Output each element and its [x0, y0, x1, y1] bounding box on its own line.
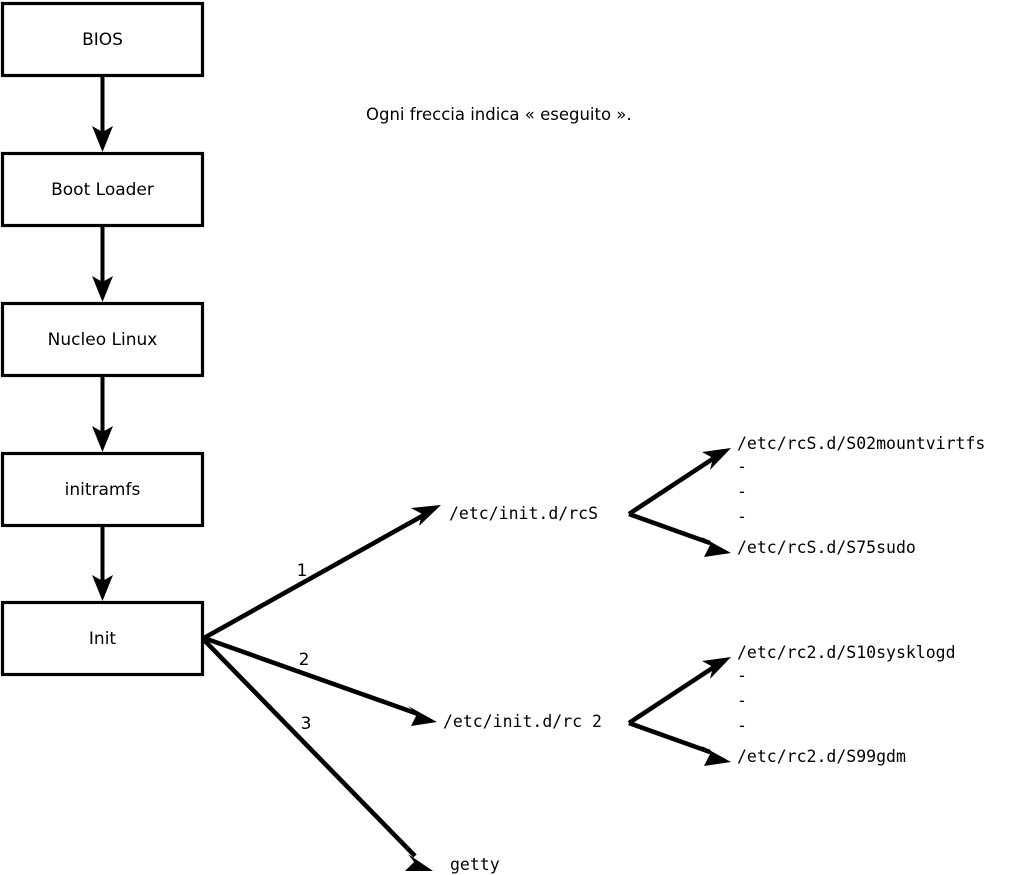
- branch-number-2: 2: [299, 650, 310, 670]
- bios-box[interactable]: [0, 1, 205, 78]
- arrow-bootloader-to-kernel: [92, 226, 113, 302]
- boot-loader-box[interactable]: [0, 151, 205, 228]
- label-rc2-last-script: /etc/rc2.d/S99gdm: [737, 747, 906, 766]
- arrow-init-branch-2: 2: [203, 635, 437, 726]
- arrow-bios-to-bootloader: [92, 76, 113, 152]
- arrowhead: [411, 505, 441, 526]
- init-label: Init: [89, 629, 117, 649]
- rc2-ellipsis-dash-3: -: [737, 716, 747, 735]
- arrowhead: [408, 706, 437, 726]
- rc2-ellipsis-dash-2: -: [737, 691, 747, 710]
- label-rcs-first-script: /etc/rcS.d/S02mountvirtfs: [737, 434, 985, 453]
- label-init-d-rc2: /etc/init.d/rc 2: [443, 712, 602, 731]
- initramfs-label: initramfs: [65, 480, 141, 500]
- arrow-rc2-to-first-script: [627, 657, 731, 725]
- rcs-ellipsis-dash-1: -: [737, 457, 747, 476]
- rc2-ellipsis-dash-1: -: [737, 666, 747, 685]
- boot-loader-label: Boot Loader: [51, 180, 154, 200]
- arrowhead: [702, 746, 731, 766]
- label-rc2-first-script: /etc/rc2.d/S10sysklogd: [737, 643, 956, 662]
- arrowhead: [702, 657, 731, 679]
- node-bios[interactable]: BIOS: [0, 1, 205, 78]
- node-init[interactable]: Init: [0, 600, 205, 677]
- arrowhead: [405, 854, 433, 871]
- diagram-caption: Ogni freccia indica « eseguito ».: [366, 105, 632, 124]
- arrowhead: [92, 126, 113, 152]
- branch-number-3: 3: [301, 714, 312, 734]
- label-init-d-rcs: /etc/init.d/rcS: [449, 504, 598, 523]
- kernel-box[interactable]: [0, 301, 205, 378]
- initramfs-box[interactable]: [0, 451, 205, 528]
- kernel-label: Nucleo Linux: [48, 330, 158, 350]
- arrowhead: [702, 448, 731, 470]
- arrow-rcs-to-last-script: [628, 511, 731, 557]
- arrowhead: [702, 537, 731, 557]
- init-box[interactable]: [0, 600, 205, 677]
- node-kernel[interactable]: Nucleo Linux: [0, 301, 205, 378]
- node-initramfs[interactable]: initramfs: [0, 451, 205, 528]
- arrow-rc2-to-last-script: [628, 720, 731, 766]
- arrow-init-branch-1: 1: [202, 505, 441, 641]
- label-rcs-last-script: /etc/rcS.d/S75sudo: [737, 538, 916, 557]
- rcs-ellipsis-dash-3: -: [737, 507, 747, 526]
- arrowhead: [92, 575, 113, 601]
- bios-label: BIOS: [82, 30, 123, 50]
- branch-number-1: 1: [297, 561, 308, 581]
- arrowhead: [92, 426, 113, 452]
- arrow-initramfs-to-init: [92, 526, 113, 601]
- label-getty: getty: [450, 855, 500, 874]
- rcs-ellipsis-dash-2: -: [737, 482, 747, 501]
- arrowhead: [92, 276, 113, 302]
- arrow-rcs-to-first-script: [627, 448, 731, 516]
- arrow-init-branch-3: 3: [202, 638, 433, 871]
- node-boot-loader[interactable]: Boot Loader: [0, 151, 205, 228]
- arrow-kernel-to-initramfs: [92, 376, 113, 452]
